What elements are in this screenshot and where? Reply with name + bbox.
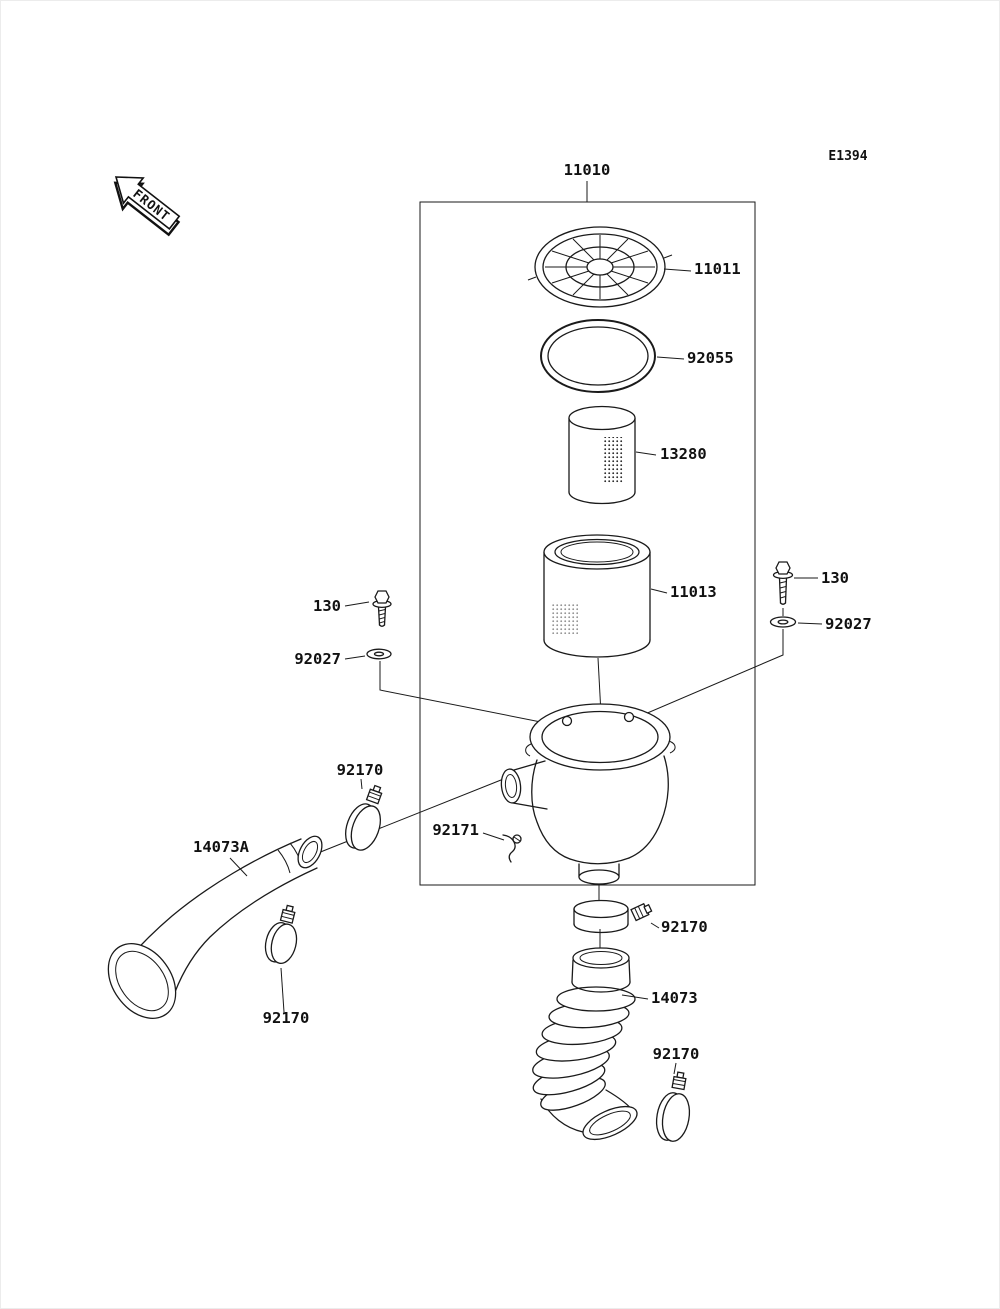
assembly-box	[419, 181, 756, 886]
inner-element-leader	[635, 451, 657, 456]
hose-drawing	[532, 947, 649, 1141]
label-hose: 14073	[651, 989, 698, 1007]
flange-bolt-hole-left	[561, 715, 573, 727]
bolt-left-drawing	[344, 590, 392, 627]
clamp-outlet-drawing	[573, 899, 660, 934]
oring-drawing	[540, 319, 685, 393]
housing-flange-outer	[529, 703, 671, 771]
washer-right-leader	[797, 622, 823, 625]
label-assembly: 11010	[564, 161, 611, 179]
label-clamp-hose: 92170	[653, 1045, 700, 1063]
clamp-hose-drawing	[655, 1062, 691, 1142]
element-leader	[650, 588, 668, 594]
label-clamp-small: 92171	[432, 821, 479, 839]
housing-outlet-mouth	[578, 869, 620, 885]
assembly-lines	[317, 608, 784, 949]
label-clamp-duct: 92170	[263, 1009, 310, 1027]
label-bolt-left: 130	[313, 597, 341, 615]
element-drawing	[543, 534, 668, 658]
washer-left-leader	[344, 655, 366, 660]
housing-drawing	[482, 703, 676, 885]
duct-mouth-inner	[115, 950, 169, 1012]
bracket-92171-shape	[502, 834, 516, 863]
label-washer-left: 92027	[294, 650, 341, 668]
label-washer-right: 92027	[825, 615, 872, 633]
element-stipple	[552, 602, 578, 634]
front-arrow-shadow	[113, 181, 181, 237]
front-arrow: FRONT	[113, 176, 181, 237]
label-cap: 11011	[694, 260, 741, 278]
bolt-right-drawing	[772, 561, 818, 605]
label-bolt-right: 130	[821, 569, 849, 587]
washer-right-drawing	[769, 616, 823, 628]
clamp-duct-drawing	[264, 904, 298, 1013]
flange-bolt-hole-right	[623, 711, 635, 723]
hose-mouth-inner	[589, 1110, 631, 1136]
housing-bottom-edge	[569, 857, 630, 865]
label-element: 11013	[670, 583, 717, 601]
clamp-spout-drawing	[345, 778, 383, 851]
label-inner-element: 13280	[660, 445, 707, 463]
clamp-outlet-leader	[650, 922, 660, 929]
bolt-left-leader	[344, 601, 370, 607]
cap-leader	[663, 268, 692, 272]
clamp-hose-leader	[673, 1062, 677, 1075]
duct-leader	[229, 857, 248, 877]
hose-leader	[621, 994, 649, 1000]
label-oring: 92055	[687, 349, 734, 367]
front-arrow-shape	[114, 176, 181, 230]
housing-flange-inner	[541, 710, 659, 764]
oring-leader	[656, 356, 685, 360]
duct-to-spout-line	[317, 777, 507, 854]
label-clamp-outlet: 92170	[661, 918, 708, 936]
cap-drawing	[527, 226, 692, 308]
housing-left-edge	[531, 759, 571, 860]
washer-left-drawing	[344, 648, 392, 660]
housing-right-edge	[628, 755, 669, 859]
duct-top-opening	[297, 835, 323, 869]
label-clamp-spout: 92170	[337, 761, 384, 779]
bracket-leader	[482, 832, 505, 841]
clamp-duct-leader	[280, 967, 285, 1013]
diagram-code-label: E1394	[828, 149, 867, 164]
duct-bottom-edge	[174, 867, 318, 993]
housing-spout-mouth	[500, 768, 522, 804]
bolt-right-assembly-line	[630, 629, 784, 721]
duct-drawing	[107, 835, 323, 1019]
part-labels: E1394 11010 11011 92055 13280 11013 130 …	[193, 149, 872, 1063]
hose-mouth-outer	[582, 1105, 638, 1141]
cap-spokes	[545, 235, 655, 299]
front-label: FRONT	[130, 186, 173, 224]
element-mesh-patch	[604, 437, 624, 483]
clamp-spout-leader	[360, 778, 363, 790]
label-duct: 14073A	[193, 838, 250, 856]
inner-element-drawing	[568, 405, 657, 505]
bolt-left-assembly-line	[379, 661, 567, 728]
duct-mouth-outer	[107, 943, 177, 1019]
